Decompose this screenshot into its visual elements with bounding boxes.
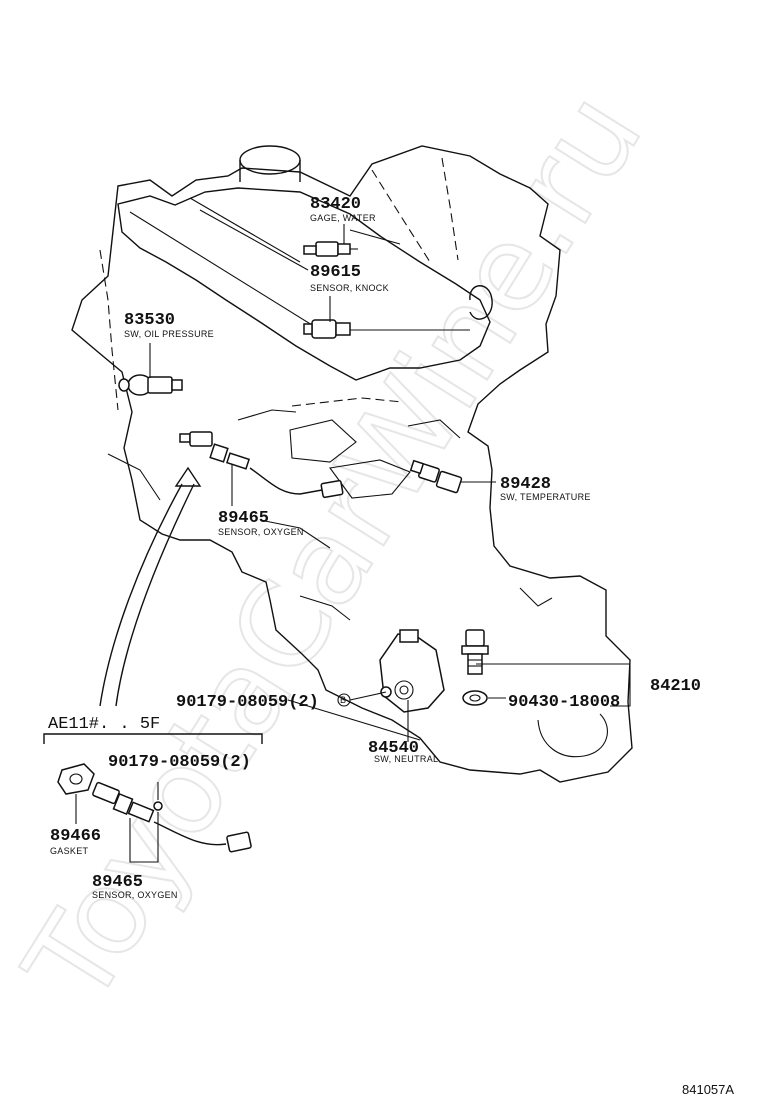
part-desc-89465-main: SENSOR, OXYGEN — [218, 527, 304, 537]
part-ref-mark: B — [340, 695, 346, 705]
part-number-83420: 83420 — [310, 195, 361, 214]
part-number-84210: 84210 — [650, 677, 701, 696]
part-number-89428: 89428 — [500, 475, 551, 494]
inset-frame — [43, 733, 263, 744]
inset-pointer-arrow — [99, 466, 202, 707]
part-number-83530: 83530 — [124, 311, 175, 330]
part-number-89465-inset: 89465 — [92, 873, 143, 892]
part-number-90179-inset: 90179-08059(2) — [108, 753, 251, 772]
part-number-90179-main: 90179-08059(2) — [176, 693, 319, 712]
leader-lines — [75, 224, 631, 863]
part-desc-89466: GASKET — [50, 846, 89, 856]
figure-code: 841057A — [682, 1082, 734, 1097]
part-number-90430: 90430-18008 — [508, 693, 620, 712]
knock-sensor-part — [303, 319, 351, 339]
part-number-89465-main: 89465 — [218, 509, 269, 528]
part-desc-89428: SW, TEMPERATURE — [500, 492, 591, 502]
washer-part — [462, 690, 488, 706]
neutral-switch-part — [379, 629, 445, 713]
inset-gasket-part — [57, 763, 95, 795]
part-desc-84540: SW, NEUTRAL — [374, 754, 438, 764]
part-number-84540: 84540 — [368, 739, 419, 758]
part-desc-89615: SENSOR, KNOCK — [310, 283, 389, 293]
part-number-89466: 89466 — [50, 827, 101, 846]
part-number-89615: 89615 — [310, 263, 361, 282]
variant-label: AE11#. . 5F — [48, 715, 160, 734]
oxygen-sensor-part — [179, 431, 344, 499]
sensor-bolt-part — [461, 629, 489, 675]
temperature-switch-part — [409, 459, 463, 494]
oil-pressure-switch-part — [118, 374, 183, 396]
part-desc-83420: GAGE, WATER — [310, 213, 376, 223]
water-gage-part — [303, 241, 358, 257]
part-desc-89465-inset: SENSOR, OXYGEN — [92, 890, 178, 900]
engine-illustration — [71, 145, 633, 783]
part-desc-83530: SW, OIL PRESSURE — [124, 329, 214, 339]
inset-oxygen-sensor-part — [92, 781, 252, 853]
